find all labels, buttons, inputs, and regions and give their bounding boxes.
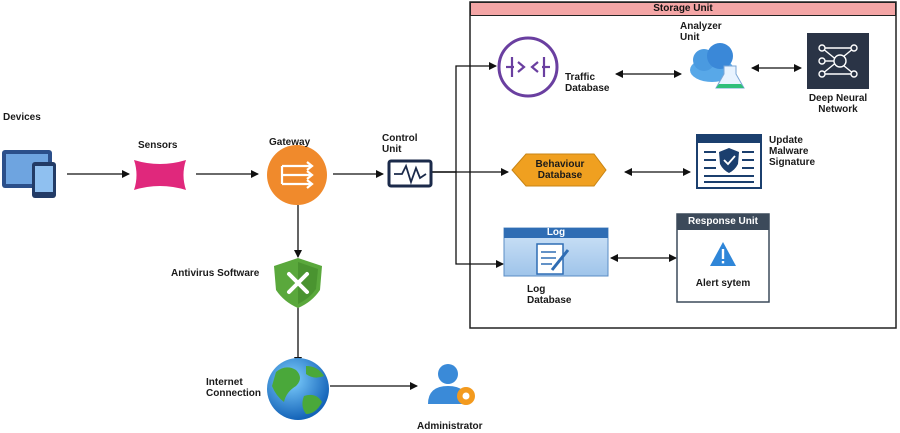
antivirus-shield-icon (274, 258, 322, 308)
log-database-icon (503, 227, 609, 277)
devices-label: Devices (3, 112, 41, 123)
antivirus-label: Antivirus Software (171, 268, 260, 279)
alert-system-label: Alert sytem (695, 278, 751, 289)
deep-neural-network-label: Deep Neural Network (808, 93, 868, 115)
storage-unit-title: Storage Unit (470, 2, 896, 16)
log-database-label: Log Database (527, 284, 572, 306)
behaviour-database-shape (511, 153, 607, 187)
sensors-label: Sensors (138, 140, 178, 151)
traffic-database-icon (497, 36, 559, 98)
traffic-database-label: Traffic Database (565, 72, 610, 94)
internet-connection-label: Internet Connection (206, 377, 261, 399)
globe-icon (267, 358, 329, 420)
devices-icon (2, 150, 56, 198)
analyzer-unit-label: Analyzer Unit (680, 21, 722, 43)
administrator-label: Administrator (417, 421, 483, 432)
control-unit-label: Control Unit (382, 133, 418, 155)
sensors-icon (134, 160, 186, 190)
connector-arrows (67, 62, 802, 390)
control-unit-icon (387, 159, 433, 188)
response-unit-title: Response Unit (677, 214, 769, 230)
update-malware-label: Update Malware Signature (769, 135, 816, 168)
administrator-icon (428, 364, 475, 405)
behaviour-database-label: Behaviour Database (535, 159, 585, 181)
gateway-label: Gateway (269, 137, 311, 148)
log-header-label: Log (546, 227, 566, 238)
deep-neural-network-icon (807, 33, 869, 89)
analyzer-cloud-icon (690, 43, 745, 89)
gateway-icon (267, 145, 327, 205)
malware-signature-icon (696, 134, 762, 189)
